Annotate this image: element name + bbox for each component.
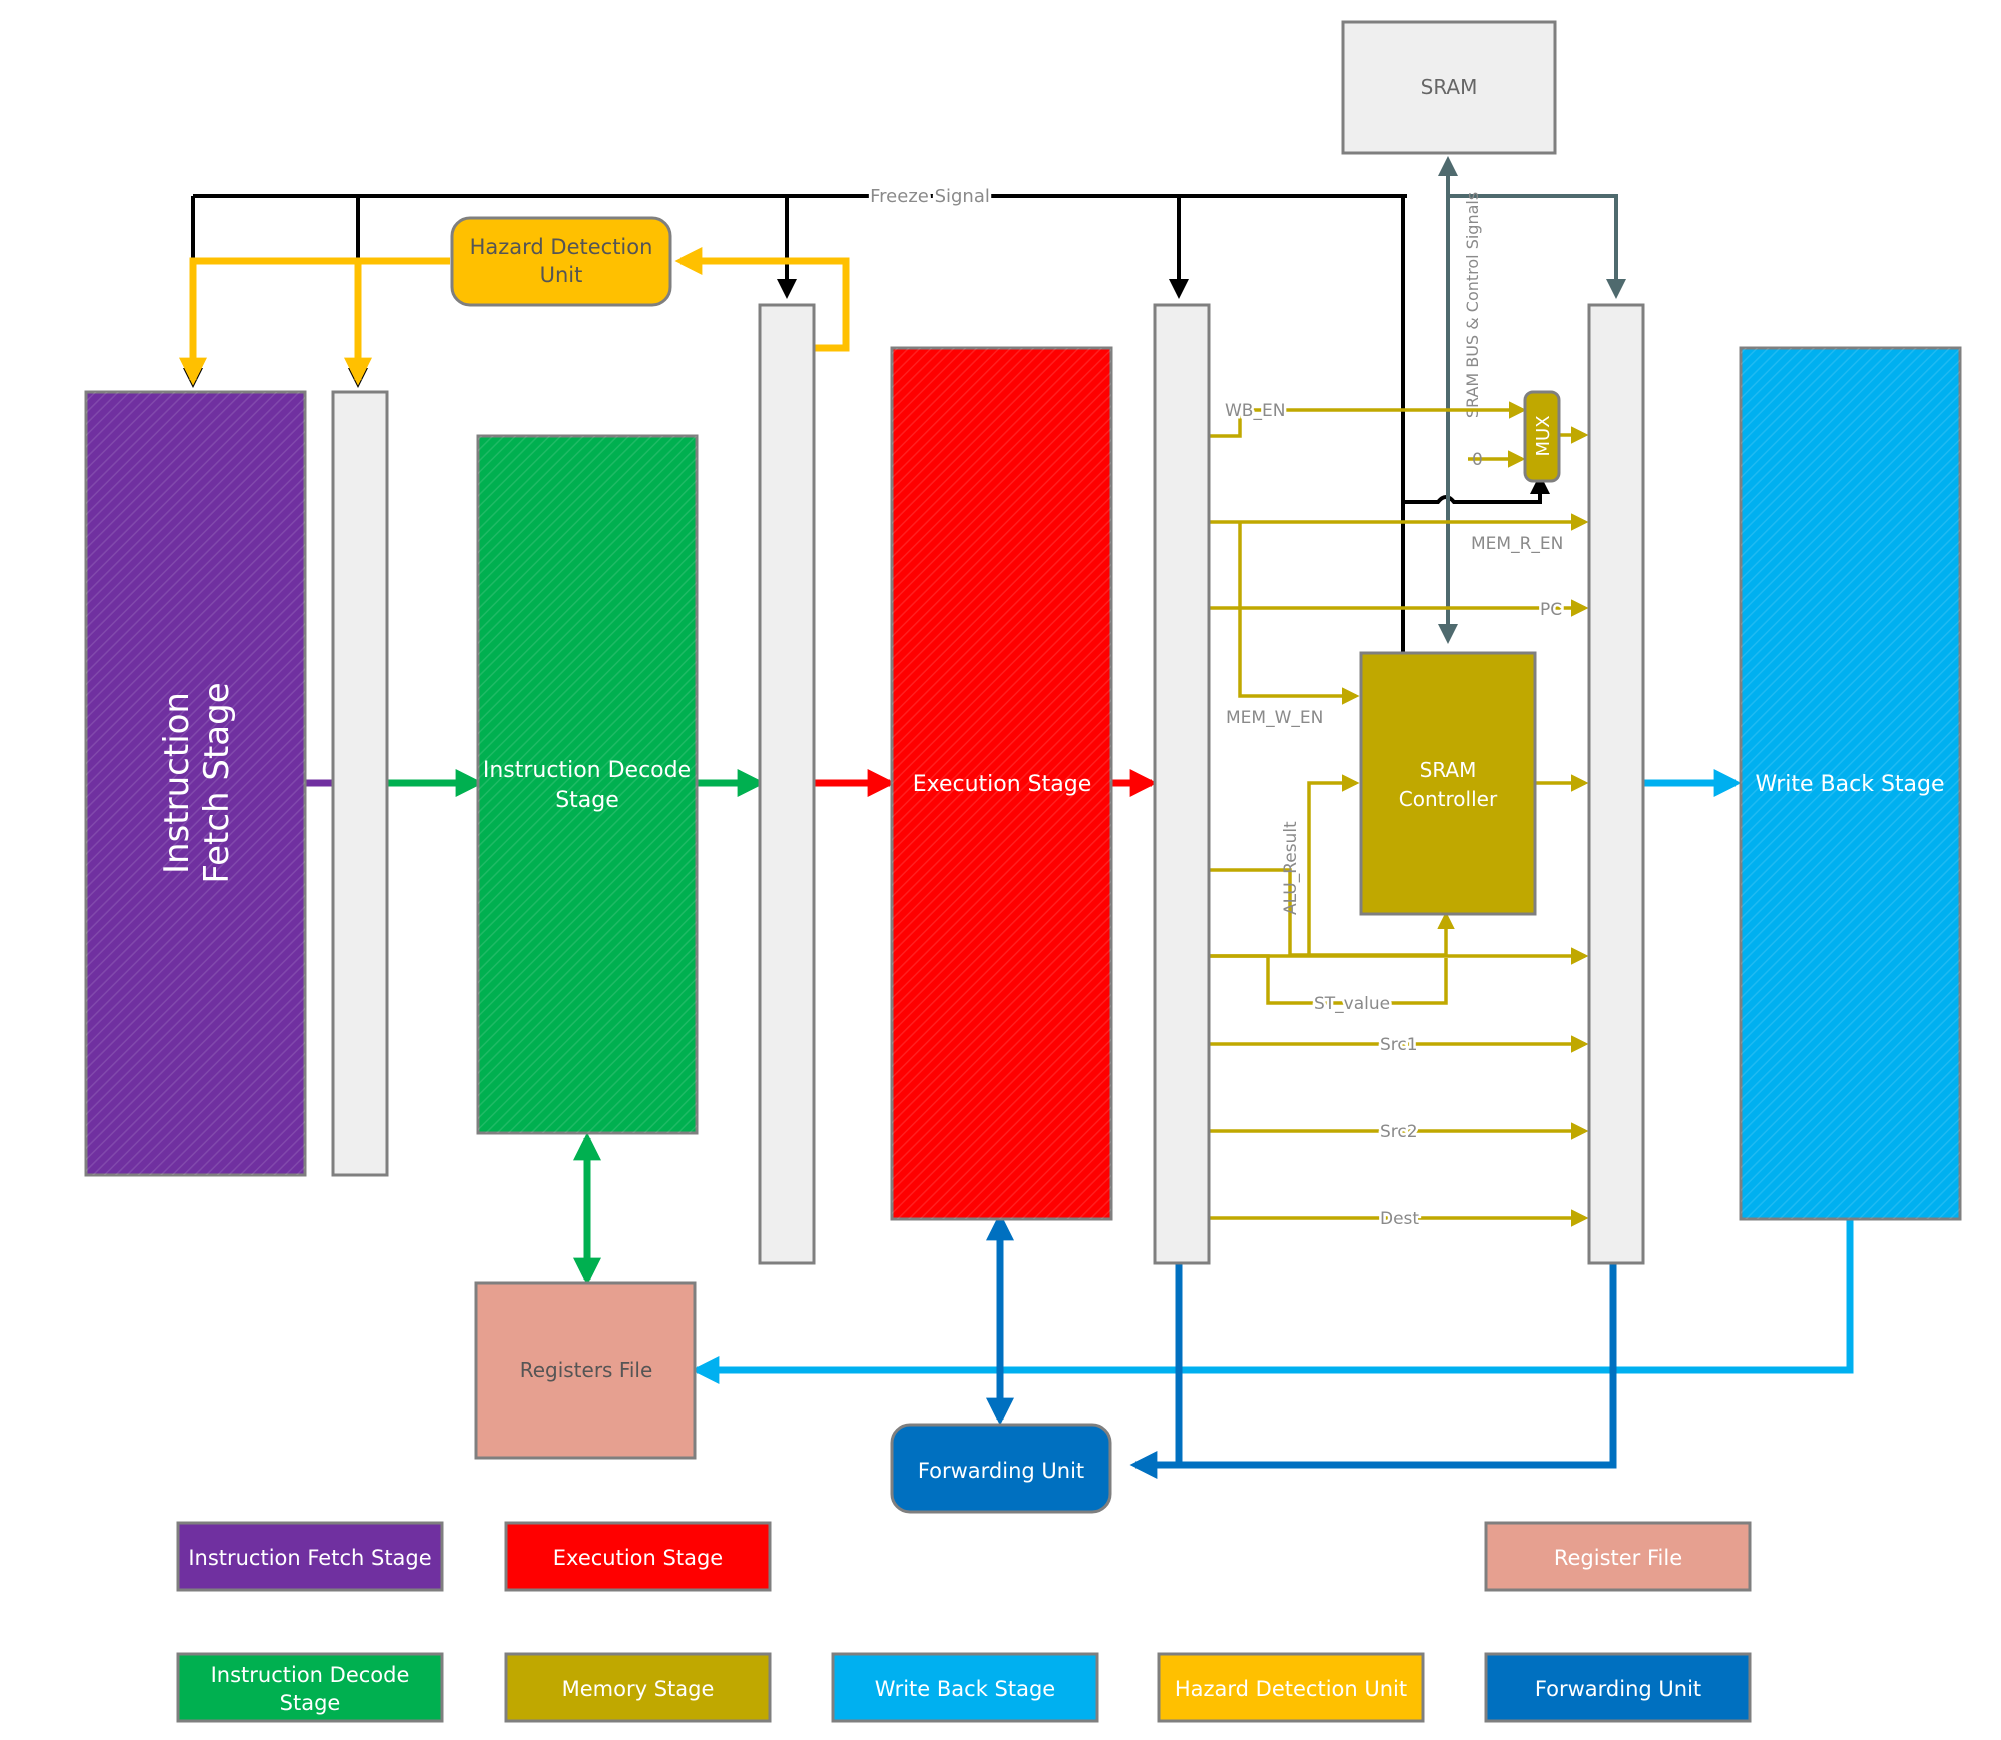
hazard-detection-unit xyxy=(450,216,672,307)
zero-label: 0 xyxy=(1472,450,1483,470)
mem-r-en-label: MEM_R_EN xyxy=(1471,534,1563,554)
legend-forwarding-swatch xyxy=(1484,1652,1752,1723)
legend-hazard-label: Hazard Detection Unit xyxy=(1175,1677,1407,1701)
hazard-label-line1: Hazard Detection xyxy=(470,235,653,259)
legend-regfile-swatch xyxy=(1484,1521,1752,1592)
pc-label: PC xyxy=(1540,600,1562,620)
if-id-pipeline-register xyxy=(331,390,389,1177)
legend-fetch-swatch xyxy=(176,1521,444,1592)
sram-controller xyxy=(1359,651,1537,916)
decode-label-line1: Instruction Decode xyxy=(483,758,691,783)
wb-en-label: WB_EN xyxy=(1225,401,1285,421)
mem-wb-pipeline-register xyxy=(1587,303,1645,1265)
sram-label: SRAM xyxy=(1421,75,1478,99)
st-value-label: ST_value xyxy=(1314,994,1390,1014)
memory-signal-wires xyxy=(1206,401,1589,1227)
forwarding-unit xyxy=(890,1423,1112,1514)
sram-block xyxy=(1341,20,1557,155)
legend: Instruction Fetch Stage Execution Stage … xyxy=(176,1521,1752,1723)
fetch-label-line2: Fetch Stage xyxy=(197,682,237,883)
legend-memory-label: Memory Stage xyxy=(562,1677,715,1701)
forwarding-label: Forwarding Unit xyxy=(918,1459,1084,1483)
signal-labels: WB_EN 0 MEM_R_EN PC MEM_W_EN ALU_Result … xyxy=(1223,399,1565,1232)
mem-w-en-label: MEM_W_EN xyxy=(1226,708,1323,728)
alu-result-label: ALU_Result xyxy=(1281,821,1301,915)
legend-writeback-swatch xyxy=(831,1652,1099,1723)
dest-label: Dest xyxy=(1380,1209,1419,1229)
ex-reg-to-forwarding-wire xyxy=(1129,1256,1183,1479)
registers-file xyxy=(474,1281,697,1460)
sram-bus-wires xyxy=(1438,156,1626,644)
src2-label: Src2 xyxy=(1380,1122,1418,1142)
freeze-signal-wires xyxy=(183,194,1550,655)
hazard-wires xyxy=(179,247,850,386)
fetch-label-line1: Instruction xyxy=(157,692,197,874)
mem-reg-to-forwarding-wire xyxy=(1179,1256,1617,1469)
writeback-label: Write Back Stage xyxy=(1755,772,1944,797)
legend-fetch-label: Instruction Fetch Stage xyxy=(188,1546,431,1570)
src1-label: Src1 xyxy=(1380,1035,1418,1055)
legend-decode-swatch xyxy=(176,1652,444,1723)
legend-decode-label-line1: Instruction Decode xyxy=(211,1663,410,1687)
legend-execute-swatch xyxy=(504,1521,772,1592)
ex-mem-pipeline-register xyxy=(1153,303,1211,1265)
sram-controller-line1: SRAM xyxy=(1420,758,1477,782)
legend-execute-label: Execution Stage xyxy=(553,1546,723,1570)
decode-label-line2: Stage xyxy=(555,788,619,813)
legend-forwarding-label: Forwarding Unit xyxy=(1535,1677,1701,1701)
writeback-to-regfile-wire xyxy=(691,1218,1854,1384)
sram-controller-line2: Controller xyxy=(1399,787,1498,811)
sram-bus-label: SRAM BUS & Control Signals xyxy=(1463,192,1482,418)
legend-hazard-swatch xyxy=(1157,1652,1425,1723)
mux-block xyxy=(1523,390,1561,483)
regfile-label: Registers File xyxy=(520,1358,653,1382)
mux-label: MUX xyxy=(1533,415,1554,456)
legend-regfile-label: Register File xyxy=(1554,1546,1682,1570)
hazard-label-line2: Unit xyxy=(540,263,583,287)
legend-memory-swatch xyxy=(504,1652,772,1723)
legend-decode-label-line2: Stage xyxy=(280,1691,341,1715)
execute-label: Execution Stage xyxy=(913,772,1092,797)
id-ex-pipeline-register xyxy=(758,303,816,1265)
legend-writeback-label: Write Back Stage xyxy=(875,1677,1055,1701)
freeze-signal-label: Freeze Signal xyxy=(870,186,990,207)
